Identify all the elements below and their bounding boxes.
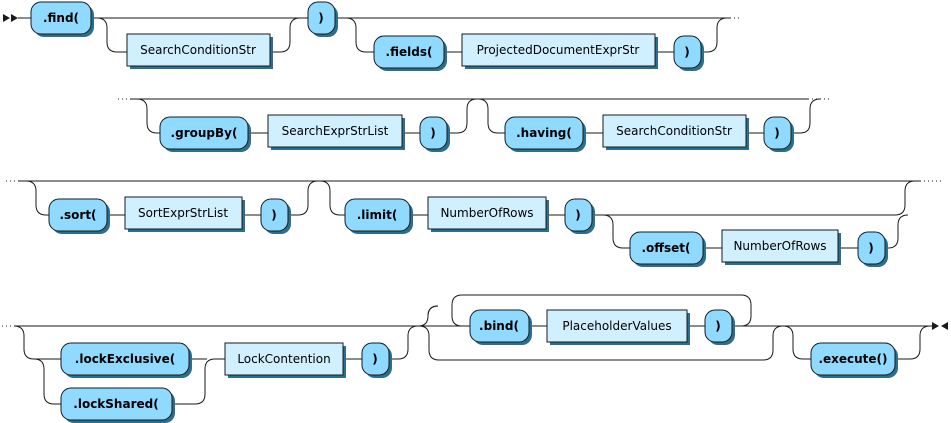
placeholder-values-label: PlaceholderValues: [562, 319, 671, 333]
row-1-lines: [3, 14, 742, 53]
find-terminal[interactable]: [30, 1, 92, 35]
search-condition-nonterminal[interactable]: [126, 33, 271, 67]
lock-exclusive-terminal[interactable]: [60, 342, 190, 376]
group-by-terminal[interactable]: [159, 116, 249, 150]
limit-rows-label: NumberOfRows: [440, 206, 533, 220]
lock-shared-label: .lockShared(: [73, 397, 158, 411]
limit-label: .limit(: [357, 208, 398, 222]
fields-close-paren-label: ): [684, 45, 689, 59]
fields-close-paren-terminal[interactable]: [673, 35, 702, 69]
sort-close-paren-terminal[interactable]: [260, 198, 289, 232]
limit-rows-nonterminal[interactable]: [427, 196, 547, 230]
find-close-paren-terminal[interactable]: [307, 1, 336, 35]
group-by-label: .groupBy(: [171, 126, 238, 140]
offset-close-paren-terminal[interactable]: [857, 231, 886, 265]
lock-close-paren-label: ): [372, 352, 377, 366]
end-arrow-icon: [932, 322, 939, 330]
sort-label: .sort(: [59, 208, 96, 222]
offset-rows-nonterminal[interactable]: [721, 229, 839, 263]
row-2-lines: [118, 98, 832, 134]
sort-terminal[interactable]: [48, 198, 108, 232]
start-arrow-icon: [3, 14, 10, 22]
find-close-paren-label: ): [318, 11, 323, 25]
having-condition-nonterminal[interactable]: [602, 114, 747, 148]
limit-close-paren-terminal[interactable]: [564, 198, 593, 232]
offset-label: .offset(: [641, 241, 690, 255]
sort-expr-list-label: SortExprStrList: [138, 206, 228, 220]
sort-expr-list-nonterminal[interactable]: [124, 196, 243, 230]
fields-label: .fields(: [386, 45, 433, 59]
fields-terminal[interactable]: [373, 35, 445, 69]
search-condition-label: SearchConditionStr: [140, 43, 256, 57]
offset-close-paren-label: ): [868, 241, 873, 255]
search-expr-list-label: SearchExprStrList: [282, 124, 389, 138]
offset-rows-label: NumberOfRows: [733, 239, 826, 253]
lock-shared-terminal[interactable]: [60, 387, 173, 421]
having-close-paren-label: ): [774, 126, 779, 140]
sort-close-paren-label: ): [271, 208, 276, 222]
offset-terminal[interactable]: [629, 231, 704, 265]
limit-close-paren-label: ): [575, 208, 580, 222]
lock-contention-nonterminal[interactable]: [224, 342, 344, 376]
lock-exclusive-label: .lockExclusive(: [75, 352, 175, 366]
having-terminal[interactable]: [504, 116, 584, 150]
projected-expr-label: ProjectedDocumentExprStr: [477, 43, 640, 57]
having-close-paren-terminal[interactable]: [763, 116, 792, 150]
group-by-close-paren-terminal[interactable]: [419, 116, 448, 150]
bind-terminal[interactable]: [469, 309, 530, 343]
execute-terminal[interactable]: [810, 342, 896, 376]
having-label: .having(: [516, 126, 572, 140]
search-expr-list-nonterminal[interactable]: [267, 114, 403, 148]
find-label: .find(: [43, 11, 79, 25]
having-condition-label: SearchConditionStr: [616, 124, 732, 138]
limit-terminal[interactable]: [344, 198, 411, 232]
execute-label: .execute(): [818, 352, 887, 366]
placeholder-values-nonterminal[interactable]: [546, 309, 688, 343]
projected-expr-nonterminal[interactable]: [461, 33, 656, 67]
bind-close-paren-label: ): [715, 319, 720, 333]
lock-close-paren-terminal[interactable]: [361, 342, 390, 376]
lock-contention-label: LockContention: [237, 352, 330, 366]
bind-close-paren-terminal[interactable]: [704, 309, 733, 343]
bind-label: .bind(: [479, 319, 519, 333]
group-by-close-paren-label: ): [430, 126, 435, 140]
